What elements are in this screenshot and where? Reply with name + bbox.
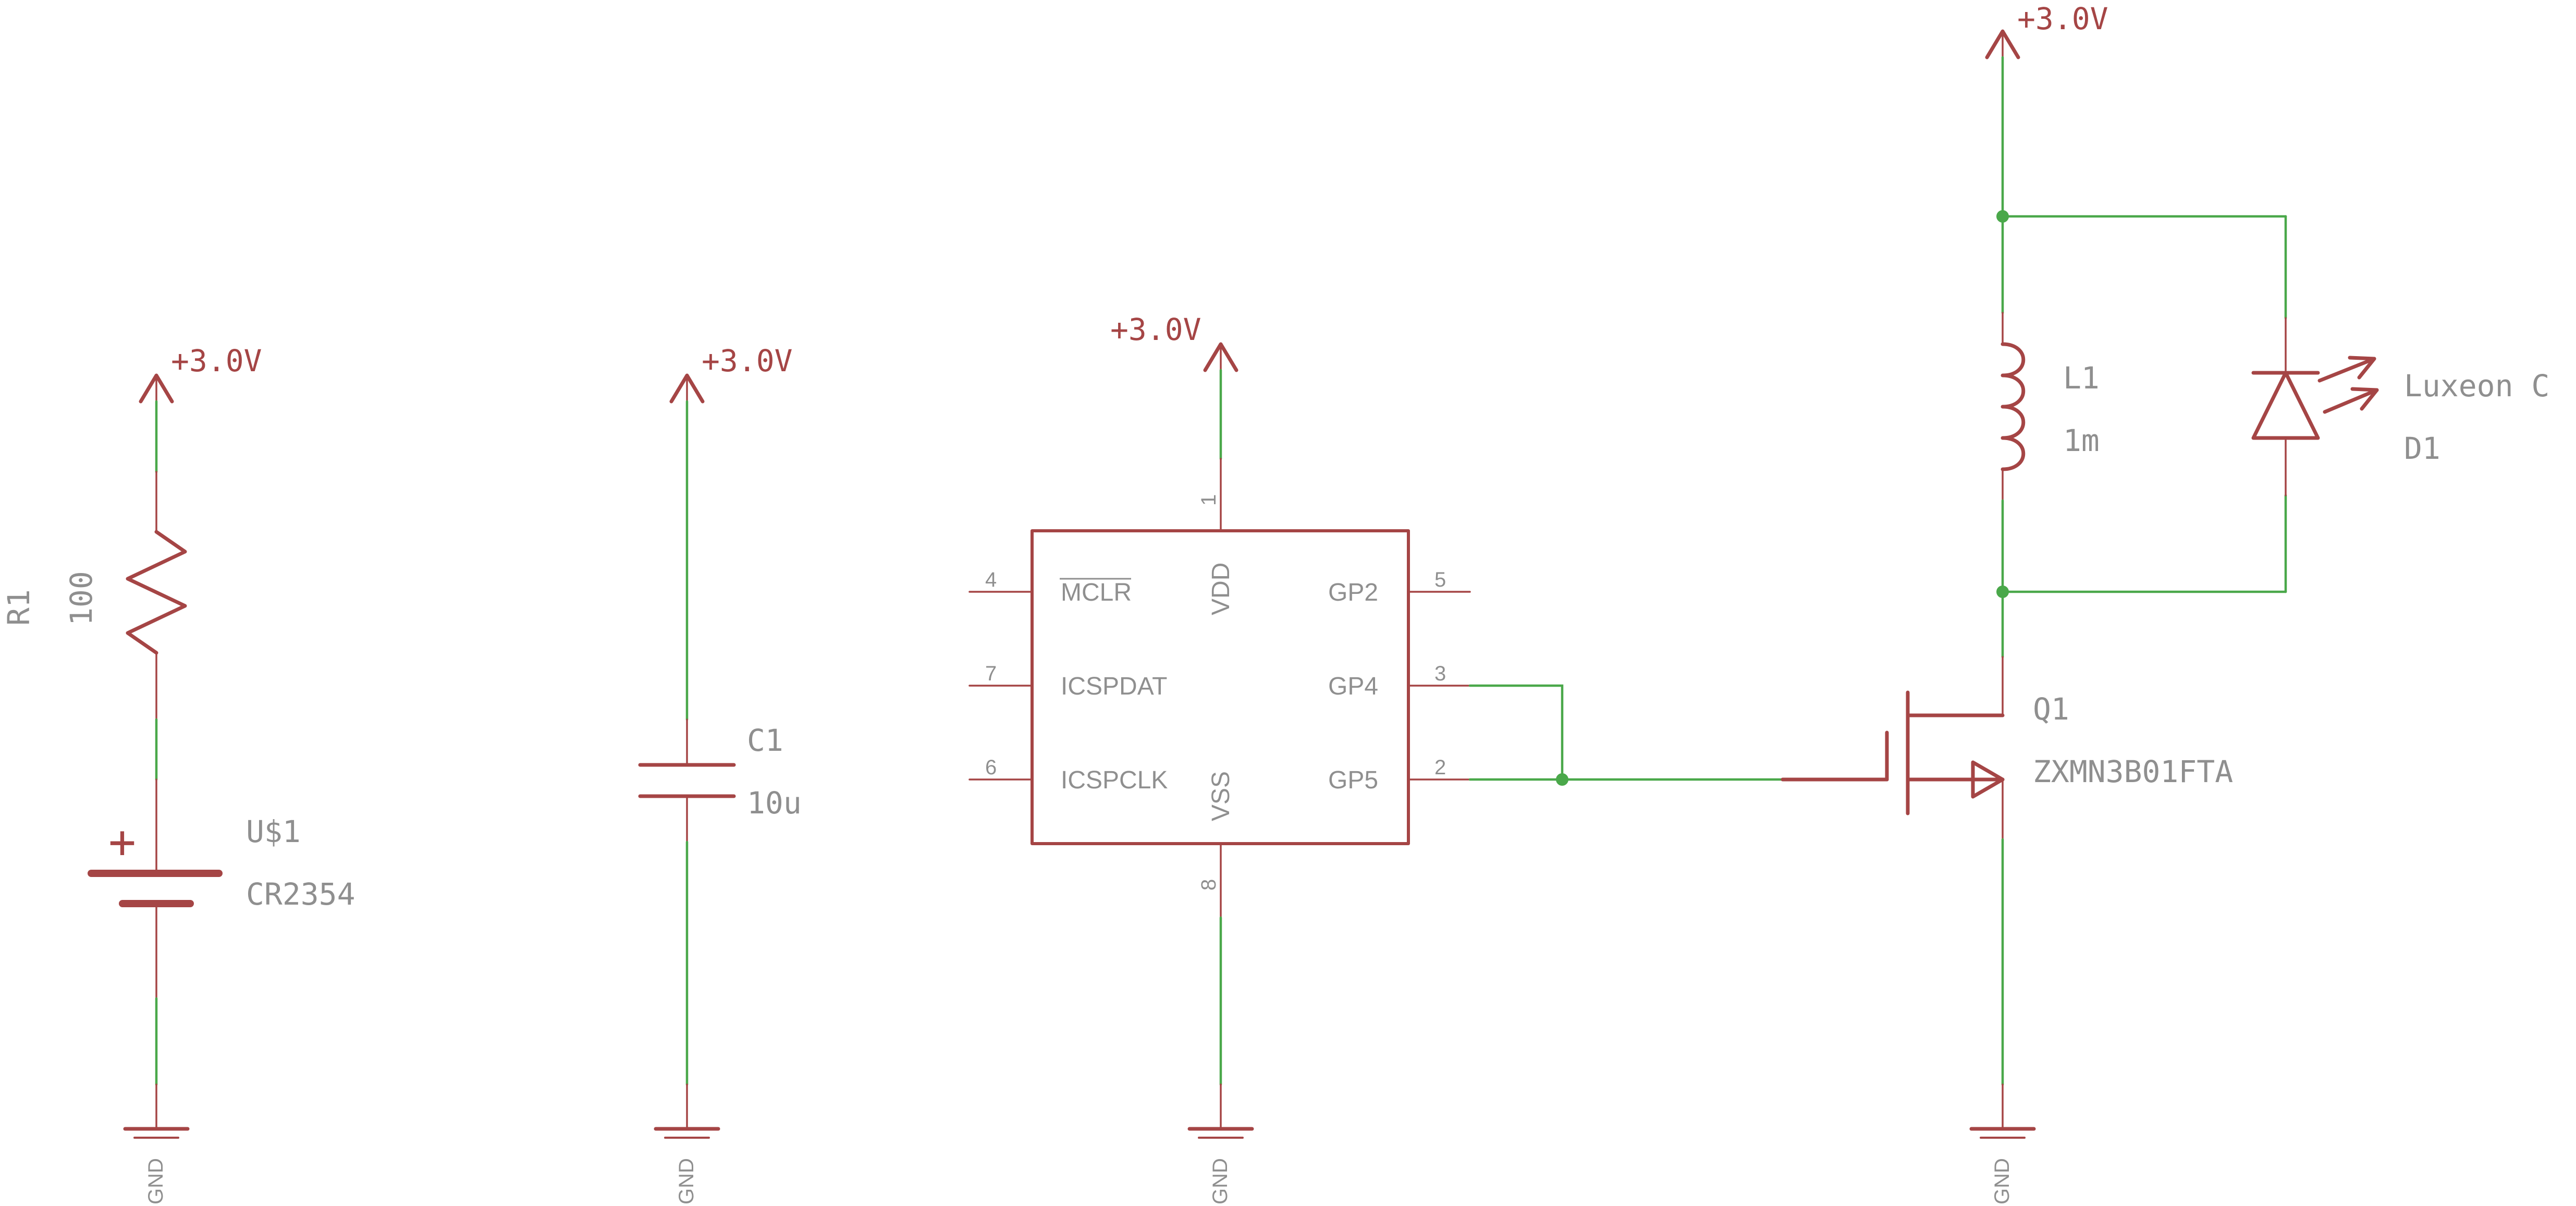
led-d1 [2251, 317, 2379, 496]
junction-bottom [1996, 586, 2009, 598]
ground-label-1: GND [144, 1158, 167, 1204]
r1-name: R1 [1, 589, 36, 626]
supply-label-ic: +3.0V [1110, 312, 1201, 347]
d1-value: Luxeon C [2404, 368, 2549, 404]
battery-u1 [88, 778, 223, 1000]
ground-symbol-1 [123, 1083, 190, 1139]
q1-name: Q1 [2033, 691, 2069, 727]
ground-label-2: GND [675, 1158, 698, 1204]
supply-label-c1: +3.0V [702, 343, 793, 379]
pin-number-icspclk: 6 [985, 756, 997, 779]
junction-top [1996, 210, 2009, 223]
wire-gp4-net [1468, 684, 1564, 781]
pin-label-gp2: GP2 [1328, 579, 1378, 606]
pin-label-icspclk: ICSPCLK [1061, 766, 1168, 794]
c1-value: 10u [747, 785, 802, 821]
l1-value: 1m [2063, 423, 2100, 458]
ground-label-3: GND [1209, 1158, 1232, 1204]
c1-name: C1 [747, 723, 783, 758]
ground-symbol-2 [654, 1083, 720, 1139]
pin-number-gp4: 3 [1434, 662, 1446, 685]
q1-value: ZXMN3B01FTA [2033, 754, 2233, 789]
pin-number-gp5: 2 [1434, 756, 1446, 779]
pin-number-gp2: 5 [1434, 568, 1446, 591]
ground-symbol-4 [1969, 1083, 2036, 1139]
r1-value: 100 [64, 571, 99, 626]
battery-value: CR2354 [246, 876, 355, 912]
inductor-l1 [2001, 312, 2026, 502]
supply-label-right: +3.0V [2017, 1, 2108, 36]
pin-label-gp4: GP4 [1328, 673, 1378, 700]
pin-number-icspdat: 7 [985, 662, 997, 685]
pin-label-icspdat: ICSPDAT [1061, 673, 1167, 700]
pin-label-vss: VSS [1207, 771, 1235, 821]
l1-name: L1 [2063, 360, 2100, 396]
resistor-r1 [126, 471, 187, 721]
ground-label-4: GND [1991, 1158, 2014, 1204]
battery-name: U$1 [246, 814, 301, 849]
mosfet-q1 [1781, 656, 2005, 840]
ground-symbol-3 [1187, 1083, 1254, 1139]
pin-number-mclr: 4 [985, 568, 997, 591]
junction-gate-net [1556, 773, 1568, 786]
pin-label-vdd: VDD [1207, 563, 1235, 615]
pin-label-mclr: MCLR [1061, 579, 1132, 606]
microcontroller-chip [968, 458, 1471, 919]
pin-number-vdd: 1 [1197, 494, 1220, 506]
d1-name: D1 [2404, 431, 2440, 466]
capacitor-c1 [638, 718, 736, 843]
supply-label-r1: +3.0V [171, 343, 262, 379]
pin-number-vss: 8 [1197, 879, 1220, 891]
pin-label-gp5: GP5 [1328, 766, 1378, 794]
battery-plus-sign: + [108, 815, 136, 869]
